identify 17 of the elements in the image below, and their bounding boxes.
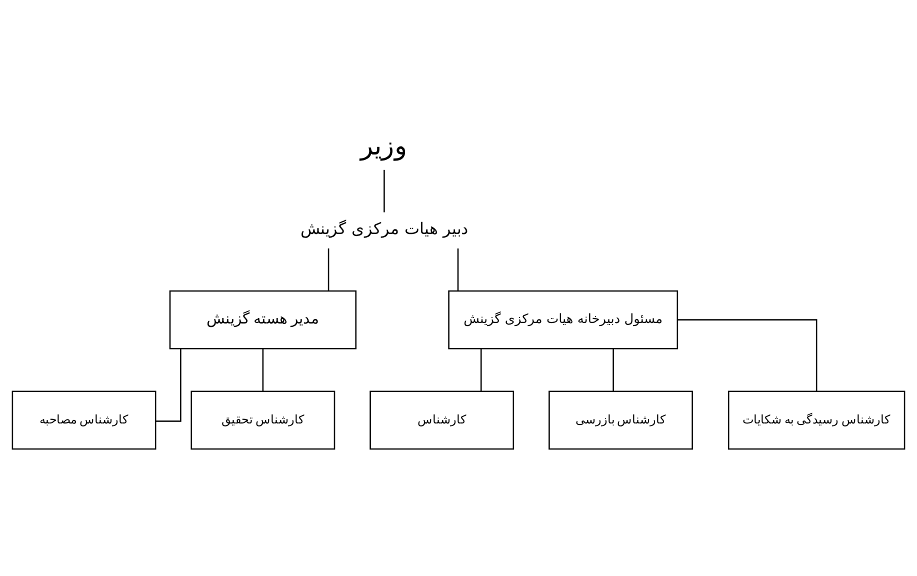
connector	[612, 348, 614, 392]
node-box: مدیر هسته گزینش	[169, 290, 357, 350]
node-box: کارشناس بازرسی	[548, 390, 693, 450]
node-box: کارشناس تحقیق	[190, 390, 336, 450]
connector	[156, 348, 182, 422]
connector	[480, 348, 482, 392]
node-box: کارشناس مصاحبه	[12, 390, 156, 450]
connector	[262, 348, 264, 392]
node-box: کارشناس	[370, 390, 514, 450]
connector	[457, 248, 459, 291]
node-box: کارشناس رسیدگی به شکایات	[728, 390, 906, 450]
connector	[328, 248, 330, 291]
node-box: مسئول دبیرخانه هیات مرکزی گزینش	[448, 290, 678, 350]
connector	[678, 319, 818, 392]
node-text: وزیر	[360, 132, 408, 161]
connector	[384, 170, 385, 212]
node-text: دبیر هیات مرکزی گزینش	[300, 219, 468, 238]
